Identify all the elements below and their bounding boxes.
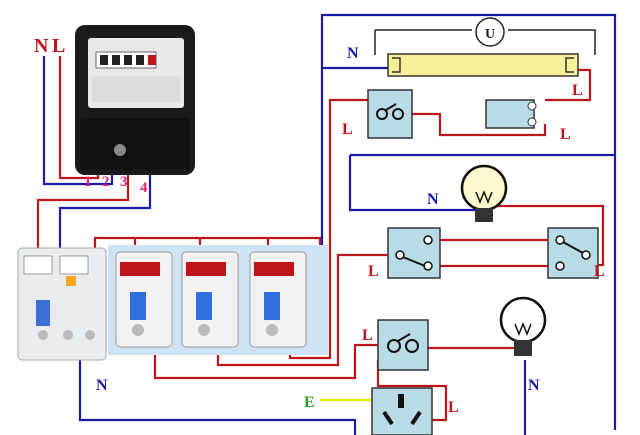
labels: N L 1 2 3 4 N L L L N L L L N N E L xyxy=(34,35,605,416)
fluor-live-wire xyxy=(545,68,592,102)
switch3-l-label: L xyxy=(362,327,373,344)
meter-n-label: N xyxy=(34,35,49,57)
meter-out-live-wire xyxy=(36,172,130,248)
meter-l-label: L xyxy=(52,35,65,57)
neutral-riser-wire xyxy=(320,13,617,430)
circuit-breaker-icon xyxy=(181,251,239,348)
terminal-3-label: 3 xyxy=(120,174,128,190)
fluor-tube-frame xyxy=(374,29,596,55)
light-bulb-icon xyxy=(499,296,547,356)
mcb-panel xyxy=(108,245,328,355)
bottom-n-right-label: N xyxy=(528,377,540,394)
socket-live-wire xyxy=(376,360,448,422)
mcb1-out-live xyxy=(153,343,378,380)
mcb2-out-live xyxy=(216,253,390,367)
incoming-neutral-wire xyxy=(42,56,114,186)
lamp1-n-label: N xyxy=(427,191,439,208)
terminal-4-label: 4 xyxy=(140,180,148,196)
circuit-breaker-icon xyxy=(249,251,307,348)
switch1-to-starter xyxy=(412,112,547,137)
wall-switch-icon xyxy=(367,89,413,139)
fluorescent-tube-icon: U xyxy=(387,17,579,77)
twoway-left-l-label: L xyxy=(368,263,379,280)
power-socket-icon xyxy=(371,387,433,435)
starter-icon xyxy=(485,99,537,129)
wall-switch-icon xyxy=(377,319,429,371)
two-way-switch-left-icon xyxy=(387,227,441,279)
bottom-n-left-label: N xyxy=(96,377,108,394)
starter-l-label: L xyxy=(560,126,571,143)
meter-out-neutral-wire xyxy=(58,172,152,248)
neutral-trunk-wire xyxy=(78,350,357,435)
socket-e-label: E xyxy=(304,394,315,411)
lamp1-neutral-wire xyxy=(348,155,480,220)
fluor-n-label: N xyxy=(347,45,359,62)
circuit-breaker-icon xyxy=(115,251,173,348)
terminal-1-label: 1 xyxy=(84,174,92,190)
twoway-right-l-label: L xyxy=(594,263,605,280)
terminal-2-label: 2 xyxy=(102,174,110,190)
leakage-breaker-icon xyxy=(17,247,107,361)
light-bulb-icon xyxy=(460,164,508,222)
socket-l-label: L xyxy=(448,399,459,416)
wires xyxy=(36,13,617,435)
electricity-meter-icon xyxy=(75,25,195,175)
two-way-switch-right-icon xyxy=(547,227,599,279)
ballast-symbol: U xyxy=(485,27,495,42)
fluor-l-label: L xyxy=(572,82,583,99)
switch1-l-label: L xyxy=(342,121,353,138)
